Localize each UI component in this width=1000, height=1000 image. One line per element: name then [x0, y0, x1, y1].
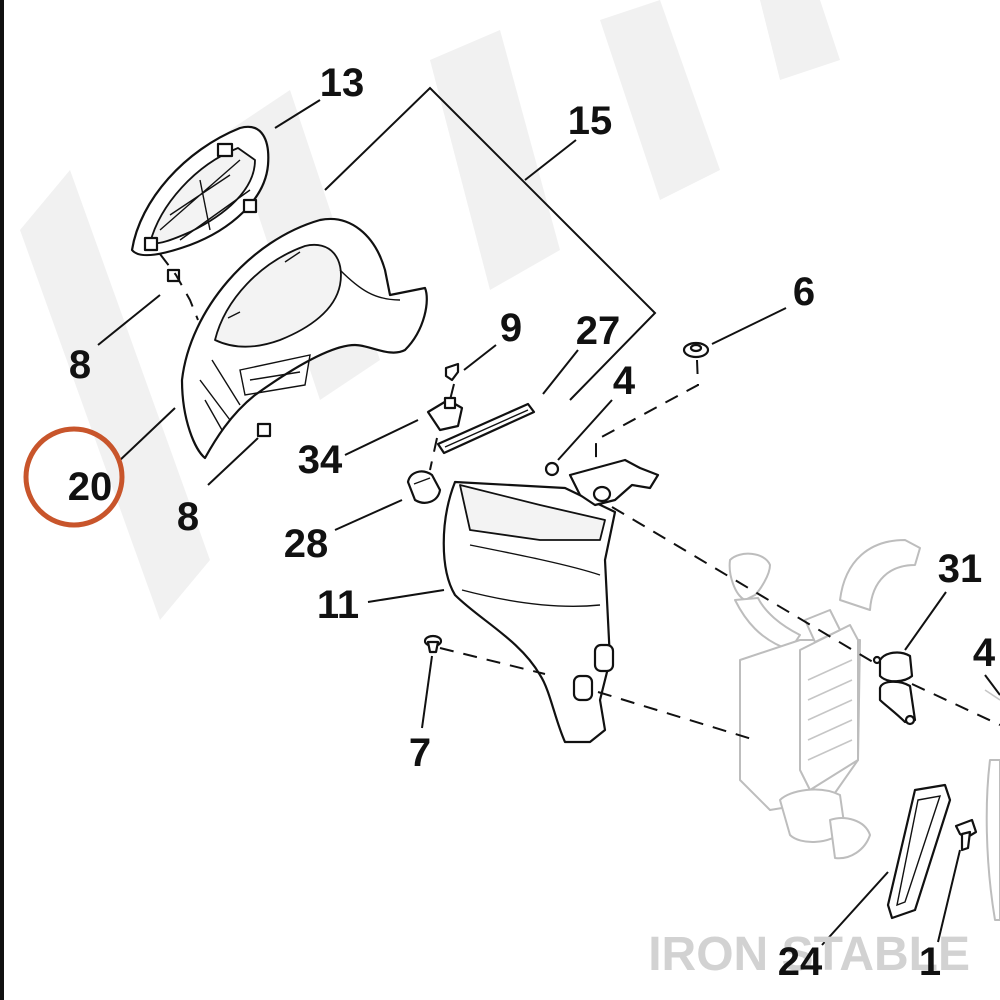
watermark-text: IRON STABLE [648, 928, 970, 981]
callout-9: 9 [500, 306, 522, 350]
assembly-dashed-lines [159, 253, 1000, 741]
leader-4a [557, 399, 613, 461]
leader-11 [367, 589, 445, 603]
part-27-rail [436, 402, 536, 455]
part-6-grommet [682, 341, 710, 359]
callout-28: 28 [284, 522, 329, 566]
part-7-bolt [423, 634, 443, 654]
callout-15: 15 [568, 99, 613, 143]
part-11-side-panel [442, 480, 617, 744]
background-watermark-logo [20, 0, 840, 620]
leader-9 [463, 344, 497, 371]
callout-34: 34 [298, 438, 343, 482]
part-34-clip [426, 396, 464, 432]
part-13-lid [130, 125, 270, 257]
callout-4-upper: 4 [613, 359, 636, 403]
callout-31: 31 [938, 547, 983, 591]
leader-8b [207, 437, 259, 486]
leader-7 [421, 655, 433, 729]
left-border [0, 0, 4, 1000]
callout-27: 27 [576, 309, 621, 353]
part-24-gasket [886, 783, 952, 920]
leader-34 [344, 419, 419, 456]
highlight-circle-20 [23, 426, 125, 528]
callout-11: 11 [317, 583, 359, 627]
leader-27 [542, 349, 579, 395]
callout-8-left: 8 [69, 343, 91, 387]
leader-20 [117, 407, 176, 463]
part-1-bolt [954, 818, 978, 852]
background-assembly-ghost [728, 539, 1000, 921]
callout-4-right: 4 [973, 631, 996, 675]
leader-lines [97, 86, 1000, 946]
callout-1: 1 [919, 940, 941, 984]
part-20-bag-body [166, 217, 428, 460]
callout-24: 24 [778, 940, 823, 984]
part-28-latch [406, 470, 442, 504]
leader-8a [97, 294, 161, 346]
leader-15-bracket [324, 86, 657, 401]
leader-24 [821, 871, 889, 946]
callout-7: 7 [409, 731, 431, 775]
callout-6: 6 [793, 270, 815, 314]
part-9-screw [444, 362, 460, 382]
leader-1 [937, 849, 961, 943]
part-bracket [544, 458, 660, 507]
callout-labels: 13 15 6 9 27 4 8 8 20 34 28 11 7 31 4 IR… [23, 61, 996, 984]
leader-4b [984, 674, 1000, 696]
part-31-clamp [872, 651, 917, 726]
leader-15 [524, 139, 577, 181]
leader-13 [274, 99, 321, 129]
callout-20: 20 [68, 465, 113, 509]
leader-28 [334, 499, 403, 531]
callout-13: 13 [320, 61, 365, 105]
leader-31 [904, 591, 947, 651]
leader-6 [711, 307, 787, 345]
callout-8-lower: 8 [177, 495, 199, 539]
part-4-nut [544, 461, 560, 477]
